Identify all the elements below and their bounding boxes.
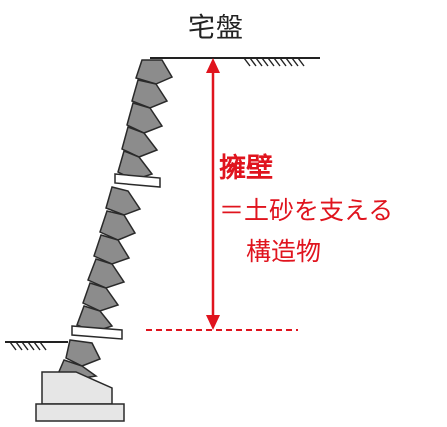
drain-slab-lower: [71, 325, 123, 340]
stone: [131, 79, 169, 109]
stone: [135, 59, 174, 85]
wall-definition-line1: ＝土砂を支える: [219, 196, 394, 225]
arrow-head-up: [206, 58, 220, 73]
arrow-head-down: [206, 315, 220, 330]
drain-slab-upper: [114, 173, 161, 188]
stone-stack-lower: [76, 186, 142, 333]
stone: [121, 126, 159, 158]
stone: [126, 102, 164, 134]
ground-label: 宅盤: [188, 13, 244, 44]
wall-title: 擁壁: [219, 153, 273, 184]
stone: [99, 210, 137, 241]
stone: [82, 282, 120, 312]
stone: [93, 234, 131, 265]
wall-definition-line2: 構造物: [246, 237, 322, 266]
base-foundation: [41, 371, 113, 405]
stone: [87, 258, 126, 289]
stone: [65, 339, 102, 367]
hatch-top: [243, 57, 305, 67]
base-footing: [35, 403, 125, 422]
hatch-lower: [9, 341, 47, 351]
stone: [105, 186, 142, 216]
stone-stack-upper: [117, 59, 174, 181]
